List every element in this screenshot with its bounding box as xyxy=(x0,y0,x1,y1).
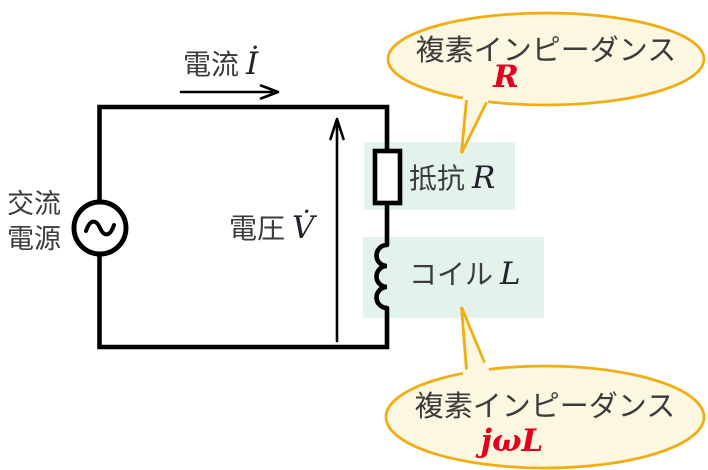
coil-label: コイル L xyxy=(409,253,521,293)
callout-bottom-text: 複素インピーダンス xyxy=(414,391,676,423)
voltage-symbol: V̇ xyxy=(292,210,315,246)
callout-bottom-ellipse xyxy=(384,364,706,470)
callout-top-text: 複素インピーダンス xyxy=(415,35,677,67)
resistor-label: 抵抗 R xyxy=(409,157,495,197)
ac-source-label-line1: 交流 xyxy=(7,189,61,219)
current-arrow-head xyxy=(259,84,280,100)
callout-top-tail xyxy=(460,99,488,154)
resistor-symbol-text: R xyxy=(472,160,496,196)
current-label: 電流 İ xyxy=(183,43,258,83)
current-symbol: İ xyxy=(246,46,259,82)
callout-top-formula: R xyxy=(493,59,519,95)
current-arrow xyxy=(179,84,280,100)
callout-top-bubble xyxy=(386,11,706,154)
ac-source-label: 交流 電源 xyxy=(1,187,67,257)
voltage-arrow xyxy=(329,117,345,343)
sine-wave-icon xyxy=(84,219,116,237)
current-label-text: 電流 xyxy=(183,49,240,80)
ac-source-label-line2: 電源 xyxy=(7,224,61,254)
coil-symbol-text: L xyxy=(500,256,521,292)
resistor-symbol xyxy=(372,148,403,206)
callout-bottom-bubble xyxy=(384,306,706,470)
coil-symbol xyxy=(374,242,390,311)
resistor-label-text: 抵抗 xyxy=(409,163,466,194)
voltage-label: 電圧 V̇ xyxy=(229,207,314,247)
callout-bottom-formula: jωL xyxy=(480,423,544,459)
callout-bottom-tail xyxy=(460,306,486,370)
callout-top-ellipse xyxy=(386,11,706,107)
coil-highlight xyxy=(363,237,544,318)
voltage-label-text: 電圧 xyxy=(229,213,286,244)
coil-label-text: コイル xyxy=(409,259,494,290)
voltage-arrow-head xyxy=(329,117,345,141)
